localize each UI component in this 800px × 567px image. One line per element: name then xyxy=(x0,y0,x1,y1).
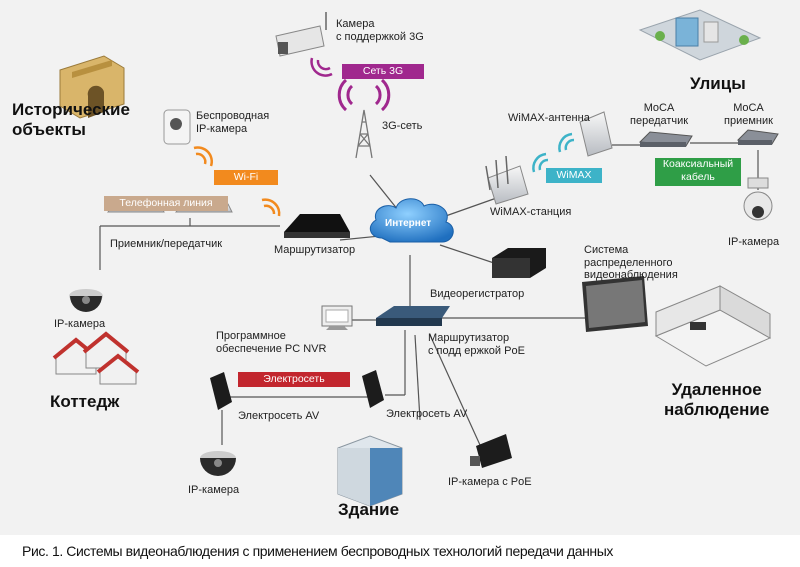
tag-wimax: WiMAX xyxy=(546,168,602,183)
wimax-antenna-icon xyxy=(579,111,613,157)
wireless-ip-camera-icon xyxy=(163,109,191,145)
label-remote-monitoring: Удаленное наблюдение xyxy=(664,380,770,420)
pc-monitor-icon xyxy=(321,305,353,330)
camera-3g-waves-icon xyxy=(310,57,333,77)
city-street-icon xyxy=(638,9,762,61)
label-3g-network: 3G-сеть xyxy=(382,120,423,132)
dvr-icon xyxy=(492,248,546,278)
label-powerline-av-left: Электросеть AV xyxy=(238,410,320,422)
label-moca-transmitter: MoCA передатчик xyxy=(630,102,689,127)
wimax-station-icon xyxy=(485,155,529,205)
connection-lines xyxy=(52,9,779,507)
label-wimax-station: WiMAX-станция xyxy=(490,206,572,218)
camera-3g-icon xyxy=(275,12,327,57)
poe-switch-icon xyxy=(376,306,450,326)
label-wimax-antenna: WiMAX-антенна xyxy=(508,112,590,124)
label-ip-camera-cottage: IP-камера xyxy=(54,318,106,330)
figure-caption: Рис. 1. Системы видеонаблюдения с примен… xyxy=(22,543,614,559)
ptz-camera-icon xyxy=(743,177,773,221)
tag-3g-network: Сеть 3G xyxy=(342,64,424,79)
tag-power-network: Электросеть xyxy=(238,372,350,387)
label-building: Здание xyxy=(338,500,400,519)
moca-transmitter-icon xyxy=(638,131,693,147)
historic-arch-icon xyxy=(59,55,125,119)
dome-camera-cottage-icon xyxy=(69,289,103,312)
monitoring-room-icon xyxy=(654,285,772,367)
video-wall-icon xyxy=(582,276,648,332)
label-dvr: Видеорегистратор xyxy=(430,288,525,300)
label-ip-camera-poe: IP-камера с PoE xyxy=(448,476,532,488)
label-wireless-camera: Беспроводная IP-камера xyxy=(196,110,270,135)
label-streets: Улицы xyxy=(690,74,746,93)
label-powerline-av-right: Электросеть AV xyxy=(386,408,468,420)
wimax-waves-icon xyxy=(532,132,575,173)
label-cottage: Коттедж xyxy=(50,392,120,411)
label-poe-router: Маршрутизатор с подд ержкой PoE xyxy=(428,332,525,357)
poe-box-camera-icon xyxy=(470,434,512,468)
label-router: Маршрутизатор xyxy=(274,244,356,256)
label-ip-camera-streets: IP-камера xyxy=(728,236,780,248)
cottage-houses-icon xyxy=(52,331,140,385)
dome-camera-bottom-icon xyxy=(200,451,236,476)
label-pc-nvr-software: Программное обеспечение PC NVR xyxy=(216,330,327,355)
internet-cloud-icon xyxy=(369,198,454,243)
cell-tower-icon xyxy=(355,109,373,159)
router-icon xyxy=(284,214,350,238)
tag-wifi: Wi-Fi xyxy=(214,170,278,185)
network-diagram: Сеть 3G Wi-Fi Телефонная линия WiMAX Коа… xyxy=(0,0,800,535)
tag-phone-line: Телефонная линия xyxy=(104,196,228,211)
3g-signal-waves-icon xyxy=(337,78,391,112)
label-moca-receiver: MoCA приемник xyxy=(724,102,773,127)
wifi-waves-icon xyxy=(193,146,281,217)
label-transceiver: Приемник/передатчик xyxy=(110,238,223,250)
office-building-icon xyxy=(337,435,403,507)
label-distributed-system: Система распределенного видеонаблюдения xyxy=(584,244,678,282)
label-camera-3g: Камера с поддержкой 3G xyxy=(336,18,424,43)
label-internet: Интернет xyxy=(385,218,432,229)
powerline-adapter-icon xyxy=(210,370,384,410)
tag-coax-cable: Коаксиальный кабель xyxy=(655,158,741,186)
label-ip-camera-bottom: IP-камера xyxy=(188,484,240,496)
label-historic-sites: Исторические объекты xyxy=(12,100,130,140)
moca-receiver-icon xyxy=(736,129,779,145)
